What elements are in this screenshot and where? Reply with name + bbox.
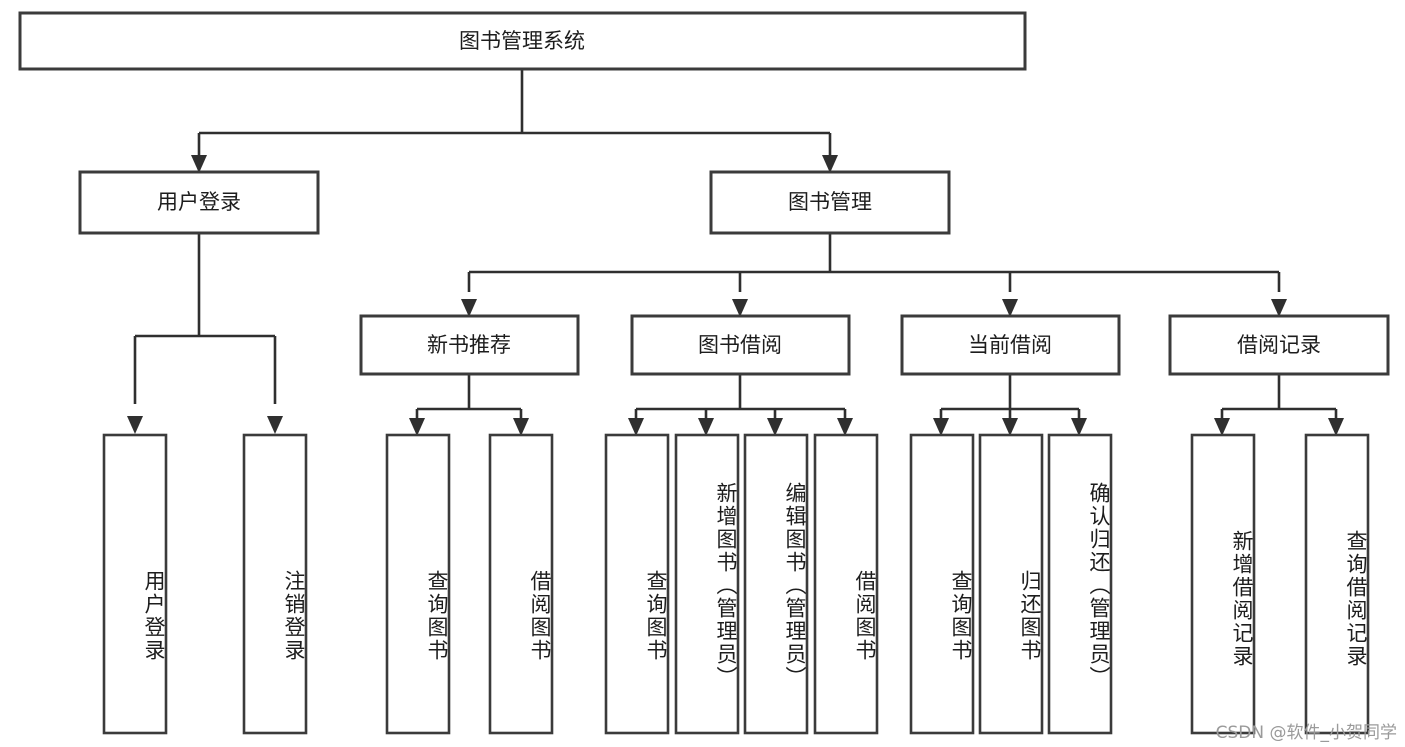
arrow-to-leaf-confirm-return (1071, 418, 1087, 436)
node-book-borrow[interactable]: 图书借阅 (630, 314, 851, 376)
arrow-to-leaf-logout (267, 416, 283, 434)
arrow-to-borrow-record (1271, 299, 1287, 317)
watermark-text: CSDN @软件_小贺同学 (1215, 723, 1397, 743)
node-current-borrow[interactable]: 当前借阅 (900, 314, 1121, 376)
arrow-to-leaf-query-book-cb (933, 418, 949, 436)
arrow-to-book-manage (822, 155, 838, 173)
leaf-box-query-book-bb[interactable] (604, 433, 670, 735)
arrow-to-book-borrow (732, 299, 748, 317)
leaf-box-add-record[interactable] (1190, 433, 1256, 735)
arrow-to-leaf-query-book-nb (409, 418, 425, 436)
node-new-book-recommend[interactable]: 新书推荐 (359, 314, 580, 376)
leaf-box-query-book-cb[interactable] (909, 433, 975, 735)
node-book-borrow-box[interactable] (630, 314, 851, 376)
leaf-box-add-book[interactable] (674, 433, 740, 735)
arrow-to-leaf-add-record (1214, 418, 1230, 436)
node-root-system-box[interactable] (18, 11, 1027, 71)
arrow-to-leaf-return-book (1002, 418, 1018, 436)
arrow-to-leaf-query-record (1328, 418, 1344, 436)
node-new-book-recommend-box[interactable] (359, 314, 580, 376)
arrow-to-current-borrow (1002, 299, 1018, 317)
arrow-to-user-login (191, 155, 207, 173)
node-book-manage-box[interactable] (709, 170, 951, 235)
arrow-to-new-book (461, 299, 477, 317)
node-borrow-record[interactable]: 借阅记录 (1168, 314, 1390, 376)
node-borrow-record-box[interactable] (1168, 314, 1390, 376)
node-root-system-label: 图书管理系统 (459, 29, 585, 53)
node-current-borrow-box[interactable] (900, 314, 1121, 376)
leaf-box-user-login[interactable] (102, 433, 168, 735)
node-book-borrow-label: 图书借阅 (698, 333, 782, 357)
leaf-box-logout[interactable] (242, 433, 308, 735)
leaf-box-borrow-book-bb[interactable] (813, 433, 879, 735)
leaf-box-borrow-book-nb[interactable] (488, 433, 554, 735)
node-user-login-label: 用户登录 (157, 190, 241, 214)
leaf-box-edit-book[interactable] (743, 433, 809, 735)
arrow-to-leaf-query-book-bb (628, 418, 644, 436)
node-current-borrow-label: 当前借阅 (968, 333, 1052, 357)
arrow-to-leaf-borrow-book-nb (513, 418, 529, 436)
node-root-system[interactable]: 图书管理系统 (18, 11, 1027, 71)
arrow-to-leaf-user-login (127, 416, 143, 434)
node-new-book-recommend-label: 新书推荐 (427, 333, 511, 357)
leaf-box-return-book[interactable] (978, 433, 1044, 735)
arrow-to-leaf-edit-book (767, 418, 783, 436)
leaf-box-query-record[interactable] (1304, 433, 1370, 735)
arrow-to-leaf-add-book (698, 418, 714, 436)
leaf-box-query-book-nb[interactable] (385, 433, 451, 735)
node-book-manage-label: 图书管理 (788, 190, 872, 214)
node-book-manage[interactable]: 图书管理 (709, 170, 951, 235)
node-borrow-record-label: 借阅记录 (1237, 333, 1321, 357)
connectors-layer (127, 69, 1344, 436)
node-user-login-box[interactable] (78, 170, 320, 235)
arrow-to-leaf-borrow-book-bb (837, 418, 853, 436)
leaf-box-confirm-return[interactable] (1047, 433, 1113, 735)
node-user-login[interactable]: 用户登录 (78, 170, 320, 235)
